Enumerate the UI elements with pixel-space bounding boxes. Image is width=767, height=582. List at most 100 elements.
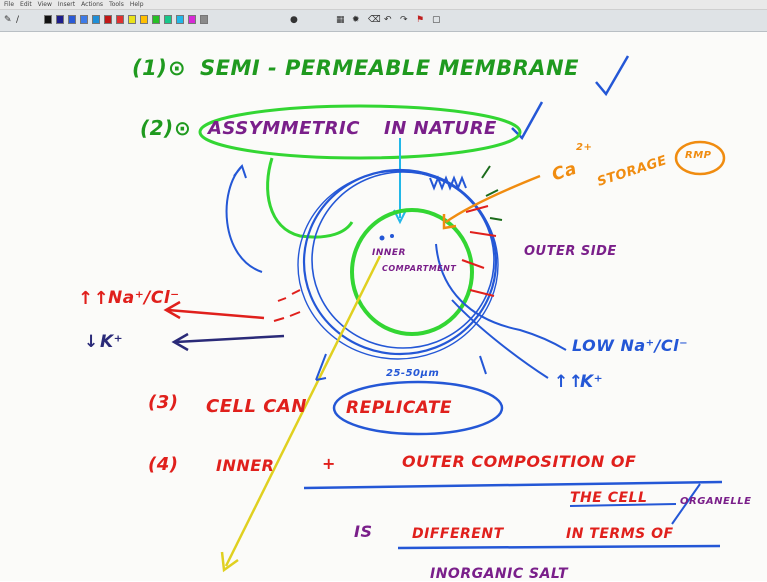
red-channel-lines [461, 205, 497, 297]
replicate-text: REPLICATE [346, 398, 453, 418]
ca-arrowhead [442, 214, 457, 230]
membrane-spikes [429, 175, 467, 191]
lasso-icon[interactable]: ✹ [352, 15, 360, 25]
storage-badge-circle [674, 140, 726, 176]
pen-width-icon[interactable]: ● [290, 15, 298, 25]
increase-arrows-icon-2: ↑↑ [554, 372, 584, 392]
item-3-number: (3) [148, 392, 179, 413]
na-arrow-line [167, 308, 265, 320]
select-tool-icon[interactable]: ✎ [4, 15, 12, 25]
slash-organelle [671, 483, 701, 525]
add-page-icon[interactable]: ▢ [432, 15, 441, 25]
plus-sign: + [322, 454, 336, 473]
asymmetric-oval [198, 104, 522, 160]
check-mark-1 [595, 55, 630, 97]
different-text: DIFFERENT [412, 526, 504, 542]
check-mark-2 [511, 101, 544, 141]
na-arrowhead [163, 300, 181, 320]
size-arrow-right [479, 355, 487, 375]
replicate-oval [332, 380, 504, 436]
ink-canvas[interactable]: (1) ⊙ SEMI - PERMEABLE MEMBRANE (2) ⊙ AS… [0, 32, 767, 582]
color-swatch[interactable] [104, 15, 112, 24]
color-swatch[interactable] [116, 15, 124, 24]
menu-help[interactable]: Help [129, 0, 144, 8]
menu-tools[interactable]: Tools [109, 0, 124, 8]
asymmetric-text: ASSYMMETRIC [208, 118, 360, 139]
underline-composition [303, 480, 723, 490]
underline-the-cell [569, 503, 677, 507]
inner-label: INNER [372, 248, 406, 258]
outer-side-label: OUTER SIDE [524, 244, 617, 259]
highlighter-icon[interactable]: ⚑ [416, 15, 425, 25]
color-swatch[interactable] [140, 15, 148, 24]
menu-insert[interactable]: Insert [57, 0, 76, 8]
k-arrow-line [175, 334, 285, 344]
color-swatch[interactable] [152, 15, 160, 24]
red-dashes [273, 289, 301, 322]
increase-arrows-icon: ↑↑ [78, 288, 110, 309]
cell-dot-1 [379, 235, 385, 241]
undo-icon[interactable]: ↶ [384, 15, 392, 25]
color-swatch[interactable] [56, 15, 64, 24]
pen-tool-icon[interactable]: ∕ [16, 15, 20, 25]
inner-green-ring [350, 208, 474, 336]
item-2-number: (2) [140, 116, 174, 140]
cell-membrane-ring-2 [311, 171, 495, 349]
inorganic-salt-text: INORGANIC SALT [430, 566, 569, 582]
cell-membrane-ring-1 [302, 168, 498, 356]
decrease-arrow-icon: ↓ [84, 332, 99, 352]
compartment-label: COMPARTMENT [382, 264, 457, 273]
cell-dot-2 [390, 234, 394, 238]
yellow-arrow [224, 255, 382, 567]
inner-text: INNER [216, 456, 275, 475]
color-swatch[interactable] [80, 15, 88, 24]
item-4-number: (4) [148, 454, 179, 475]
pen-toolbar: ✎ ∕ ● ▦ ✹ ⌫ ↶ ↷ ⚑ ▢ [0, 10, 767, 32]
green-link-curve [266, 157, 354, 239]
eraser-icon[interactable]: ⌫ [368, 15, 381, 25]
menu-view[interactable]: View [37, 0, 52, 8]
blue-link-curve [225, 165, 263, 273]
menu-actions[interactable]: Actions [81, 0, 104, 8]
cell-size-label: 25-50µm [386, 368, 440, 379]
yellow-arrowhead [220, 551, 239, 573]
low-na-cl-right: LOW Na⁺/Cl⁻ [572, 336, 689, 355]
ink-strokes [163, 55, 726, 573]
redo-icon[interactable]: ↷ [400, 15, 408, 25]
in-nature-text: IN NATURE [384, 118, 497, 139]
color-swatch[interactable] [176, 15, 184, 24]
color-swatch[interactable] [92, 15, 100, 24]
color-swatch[interactable] [164, 15, 172, 24]
k-right: K⁺ [580, 372, 604, 392]
low-na-pointer [435, 243, 567, 351]
the-cell-text: THE CELL [570, 490, 648, 506]
in-terms-of-text: IN TERMS OF [566, 526, 674, 542]
storage-badge: RMP [685, 150, 712, 161]
size-arrow-left [315, 353, 327, 381]
na-cl-left: Na⁺/Cl⁻ [108, 288, 180, 308]
menu-edit[interactable]: Edit [20, 0, 32, 8]
ca-charge: 2+ [576, 142, 593, 153]
blue-arrowhead [233, 163, 247, 179]
insert-space-icon[interactable]: ▦ [336, 15, 345, 25]
color-swatch[interactable] [68, 15, 76, 24]
underline-different [397, 544, 721, 550]
k-arrowhead [171, 332, 189, 352]
ca-arrow [445, 174, 541, 224]
cell-can-text: CELL CAN [206, 396, 307, 417]
color-swatch[interactable] [188, 15, 196, 24]
bullet-icon-2: ⊙ [174, 116, 192, 140]
organelle-text: ORGANELLE [680, 496, 752, 507]
semi-permeable-text: SEMI - PERMEABLE MEMBRANE [200, 56, 579, 80]
color-swatch[interactable] [128, 15, 136, 24]
outer-composition-text: OUTER COMPOSITION OF [402, 452, 637, 471]
color-swatch[interactable] [200, 15, 208, 24]
menu-file[interactable]: File [4, 0, 15, 8]
is-text: IS [354, 522, 373, 541]
high-k-pointer [451, 299, 549, 379]
menu-bar: File Edit View Insert Actions Tools Help [0, 0, 767, 10]
cell-membrane-ring-3 [297, 170, 499, 360]
k-left: K⁺ [100, 332, 124, 352]
color-swatch[interactable] [44, 15, 52, 24]
bullet-icon: ⊙ [168, 56, 187, 80]
